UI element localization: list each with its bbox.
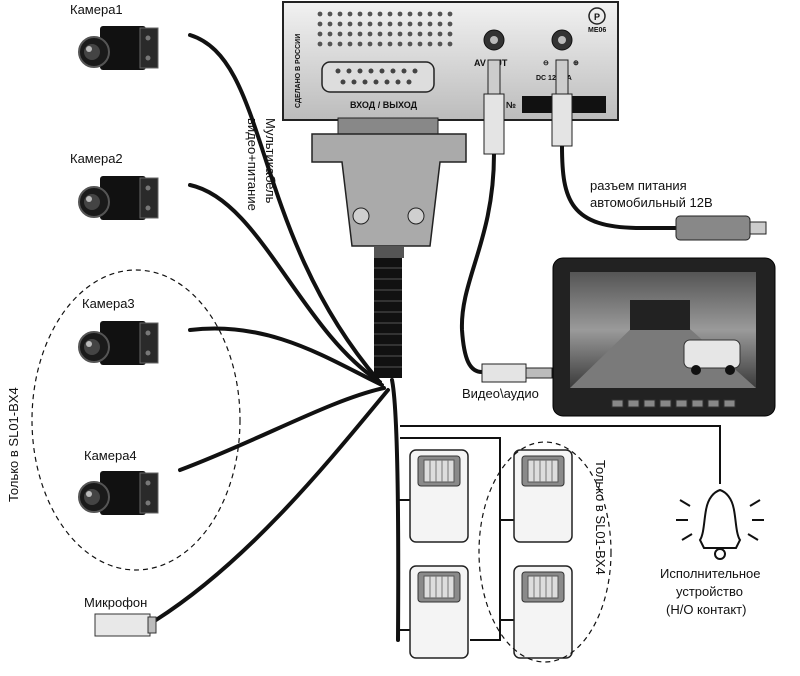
db15-port: [321, 61, 435, 93]
sensor-2: [409, 565, 469, 659]
polarity-plus: ⊕: [573, 60, 579, 67]
optional-cameras-group: [31, 269, 241, 571]
cert-logo: [588, 7, 606, 25]
db15-pins: [335, 68, 418, 85]
optional-sensors-group: [478, 441, 612, 663]
multicable-sublabel: видео+питание: [245, 118, 260, 211]
sensor-4: [513, 565, 573, 659]
camera-cables: [154, 33, 401, 642]
vent-holes: [317, 11, 453, 47]
microphone-label: Микрофон: [84, 595, 147, 610]
actuator-note: (Н/О контакт): [666, 602, 746, 617]
camera-3-label: Камера3: [82, 296, 135, 311]
sensor-3: [513, 449, 573, 543]
cable-sleeve: [374, 258, 402, 378]
power-sublabel: автомобильный 12В: [590, 195, 713, 210]
actuator-label: Исполнительное: [660, 566, 760, 581]
bell-icon: [676, 488, 764, 560]
polarity-minus: ⊖: [543, 60, 549, 67]
serial-label: №: [506, 100, 516, 110]
only-sl01-left-label: Только в SL01-BX4: [6, 387, 21, 502]
multicable-label: Мультикабель: [263, 118, 278, 204]
actuator-sublabel: устройство: [676, 584, 743, 599]
monitor: [552, 257, 776, 417]
dc-label: DC 12В 1А: [536, 75, 572, 82]
av-cable: [459, 59, 553, 383]
av-input-label: Видео\аудио: [462, 386, 539, 401]
camera-4: [78, 470, 159, 516]
car: [683, 339, 741, 369]
svg-text:Р: Р: [594, 12, 600, 22]
alarm-wiring: [398, 425, 721, 641]
power-cable: [551, 59, 767, 241]
camera-3: [78, 320, 159, 366]
sensor-1: [409, 449, 469, 543]
camera-4-label: Камера4: [84, 448, 137, 463]
microphone: [94, 613, 157, 637]
camera-1: [78, 25, 159, 71]
camera-2: [78, 175, 159, 221]
cert-mark: МЕ06: [588, 27, 606, 34]
connector-label: ВХОД / ВЫХОД: [350, 100, 418, 110]
only-sl01-right-label: Только в SL01-BX4: [593, 460, 608, 575]
made-in-label: СДЕЛАНО В РОССИИ: [295, 34, 302, 108]
camera-1-label: Камера1: [70, 2, 123, 17]
power-label: разъем питания: [590, 178, 687, 193]
db15-plug: [311, 117, 467, 378]
camera-2-label: Камера2: [70, 151, 123, 166]
